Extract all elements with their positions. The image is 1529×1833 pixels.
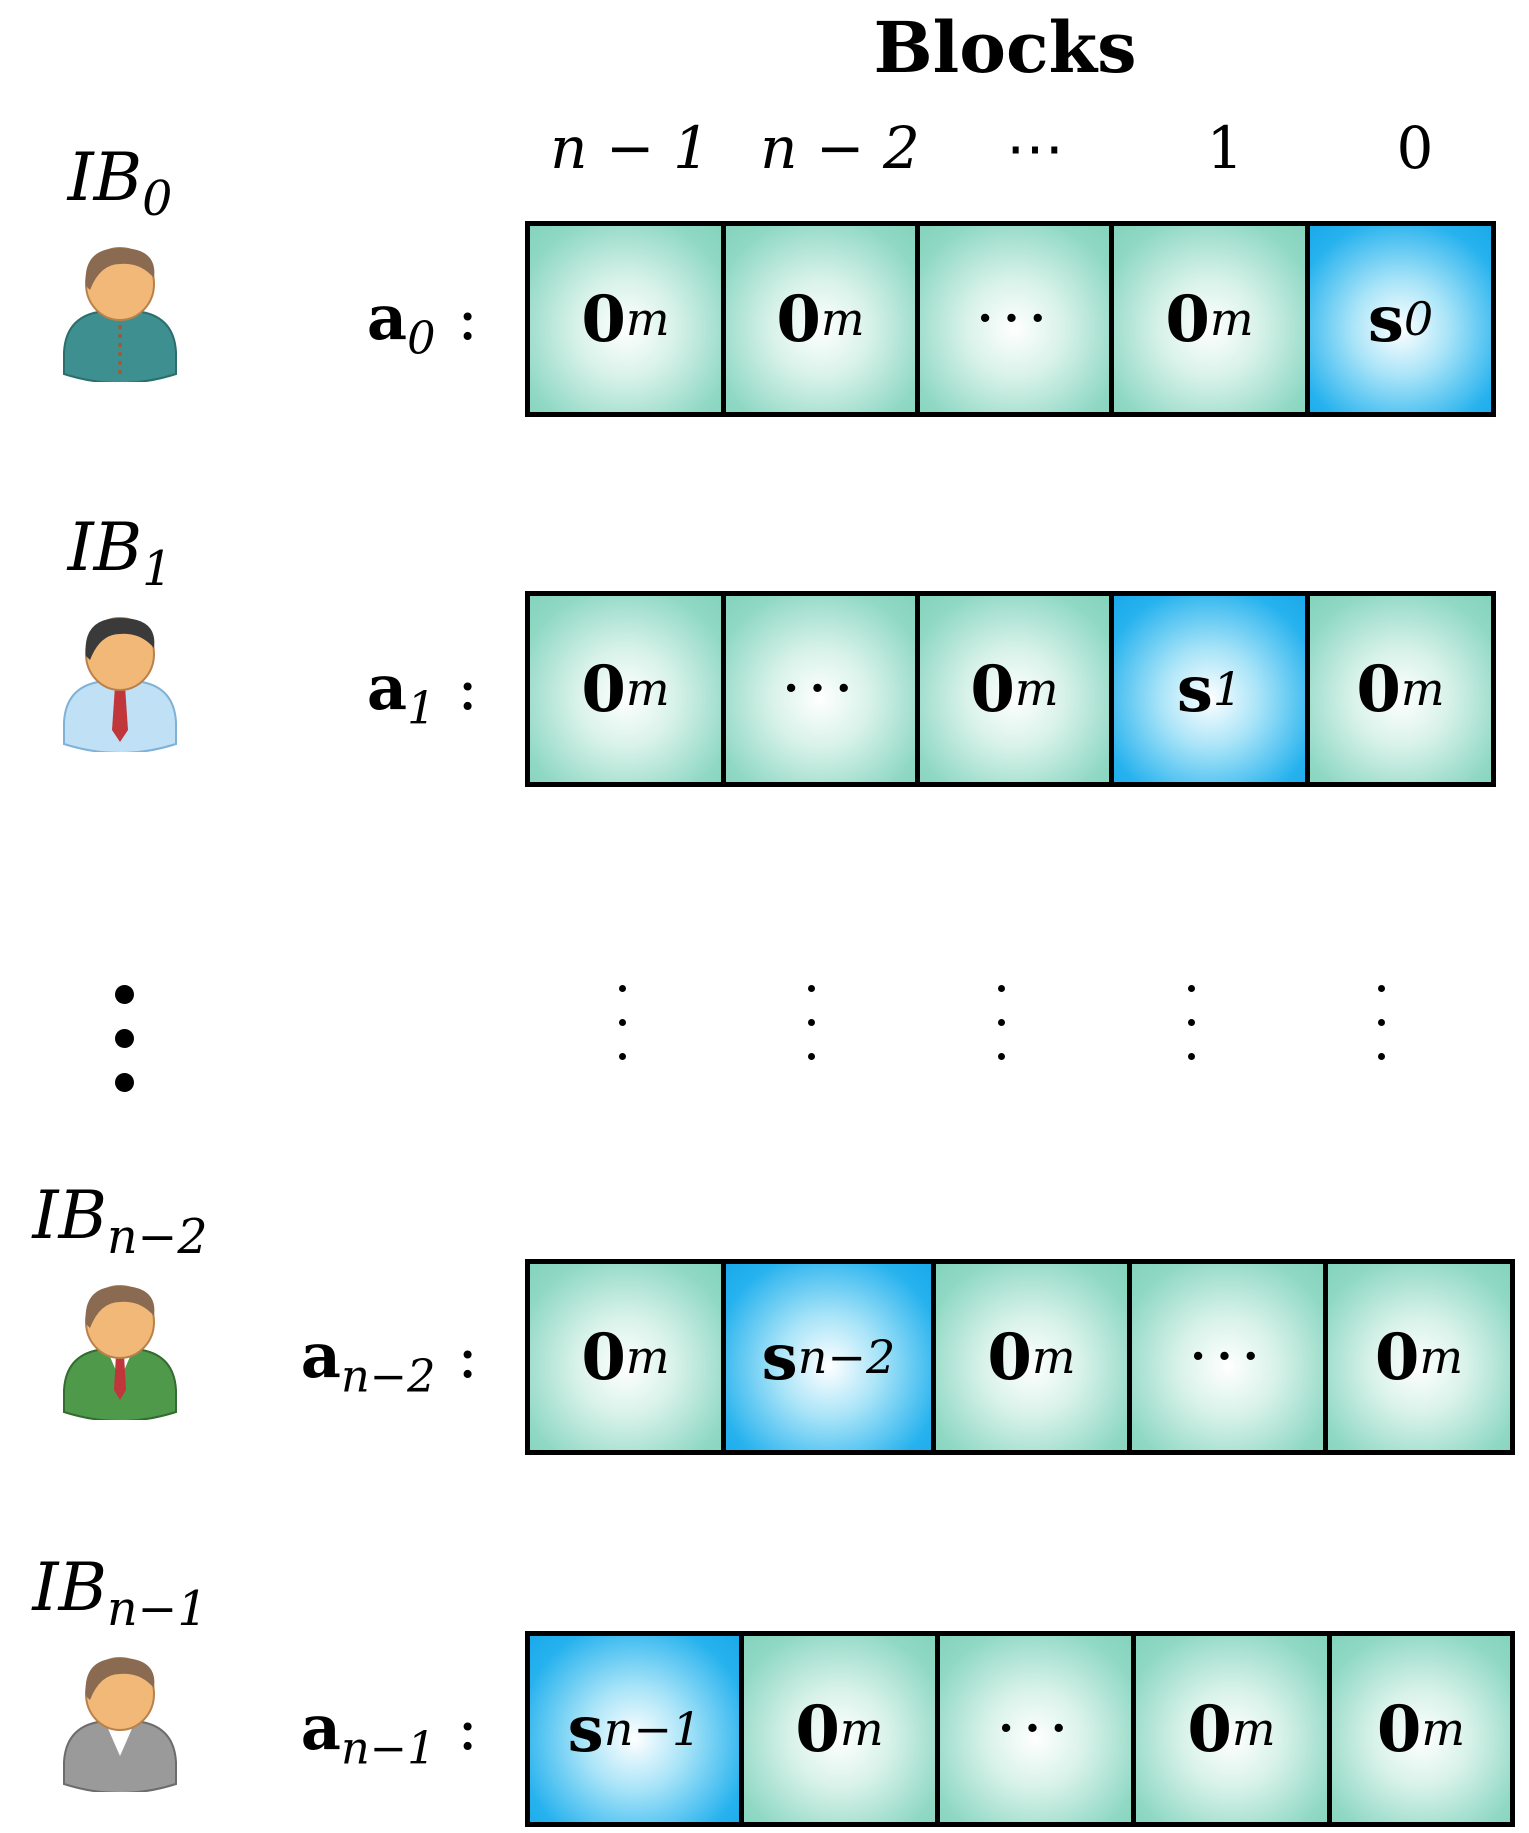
column-label-1: n − 2 [760, 114, 920, 182]
person-icon-teal-coat [63, 247, 177, 382]
vector-label-n-2: an−2 : [300, 1319, 478, 1403]
block-cell: ··· [920, 226, 1114, 412]
block-cell: ··· [1132, 1264, 1328, 1450]
person-icon-green-suit [63, 1285, 177, 1420]
ib-label-0: IB0 [67, 139, 173, 228]
ib-label-1: IB1 [67, 509, 173, 598]
column-label-2: ⋯ [1006, 114, 1064, 182]
vertical-ellipsis-col-0 [612, 985, 632, 1095]
column-label-4: 0 [1396, 114, 1434, 182]
vertical-ellipsis-col-4 [1371, 985, 1391, 1095]
vector-label-1: a1 : [366, 651, 478, 735]
ib-label-n-2: IBn−2 [32, 1177, 208, 1266]
diagram-title: Blocks [873, 6, 1137, 89]
column-label-3: 1 [1206, 114, 1244, 182]
person-icon-gray-suit [63, 1657, 177, 1792]
vertical-ellipsis-col-3 [1181, 985, 1201, 1095]
vertical-ellipsis-users [110, 985, 140, 1095]
block-cell: ··· [726, 596, 920, 782]
column-label-0: n − 1 [550, 114, 710, 182]
vector-label-0: a0 : [366, 281, 478, 365]
vertical-ellipsis-col-1 [801, 985, 821, 1095]
block-cell: ··· [940, 1636, 1136, 1822]
vertical-ellipsis-col-2 [991, 985, 1011, 1095]
person-icon-blue-shirt [63, 617, 177, 752]
vector-label-n-1: an−1 : [300, 1691, 478, 1775]
ib-label-n-1: IBn−1 [32, 1549, 208, 1638]
